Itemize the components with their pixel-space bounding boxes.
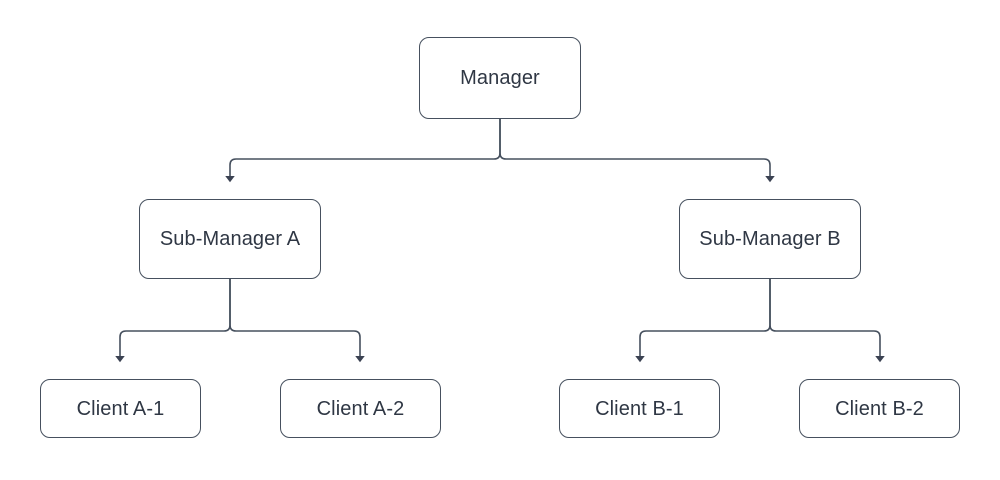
node-sub-manager-a[interactable]: Sub-Manager A bbox=[139, 199, 321, 279]
node-client-b1-label: Client B-1 bbox=[595, 397, 684, 420]
node-sub-manager-a-label: Sub-Manager A bbox=[159, 228, 301, 250]
node-sub-manager-b[interactable]: Sub-Manager B bbox=[679, 199, 861, 279]
node-client-b2[interactable]: Client B-2 bbox=[799, 379, 960, 438]
edge-submanager-a-to-client-a2 bbox=[229, 279, 365, 363]
node-manager-label: Manager bbox=[460, 67, 540, 89]
edge-manager-to-submanager-b bbox=[499, 119, 775, 183]
edge-submanager-b-to-client-b1 bbox=[635, 279, 771, 363]
node-sub-manager-b-label: Sub-Manager B bbox=[699, 228, 841, 250]
node-client-b1[interactable]: Client B-1 bbox=[559, 379, 720, 438]
node-client-a2[interactable]: Client A-2 bbox=[280, 379, 441, 438]
edge-manager-to-submanager-a bbox=[225, 119, 501, 183]
edge-submanager-a-to-client-a1 bbox=[115, 279, 231, 363]
edge-submanager-b-to-client-b2 bbox=[769, 279, 885, 363]
node-client-a1[interactable]: Client A-1 bbox=[40, 379, 201, 438]
node-client-b2-label: Client B-2 bbox=[835, 397, 924, 420]
node-client-a2-label: Client A-2 bbox=[316, 397, 405, 420]
node-client-a1-label: Client A-1 bbox=[76, 397, 165, 420]
node-manager[interactable]: Manager bbox=[419, 37, 581, 119]
